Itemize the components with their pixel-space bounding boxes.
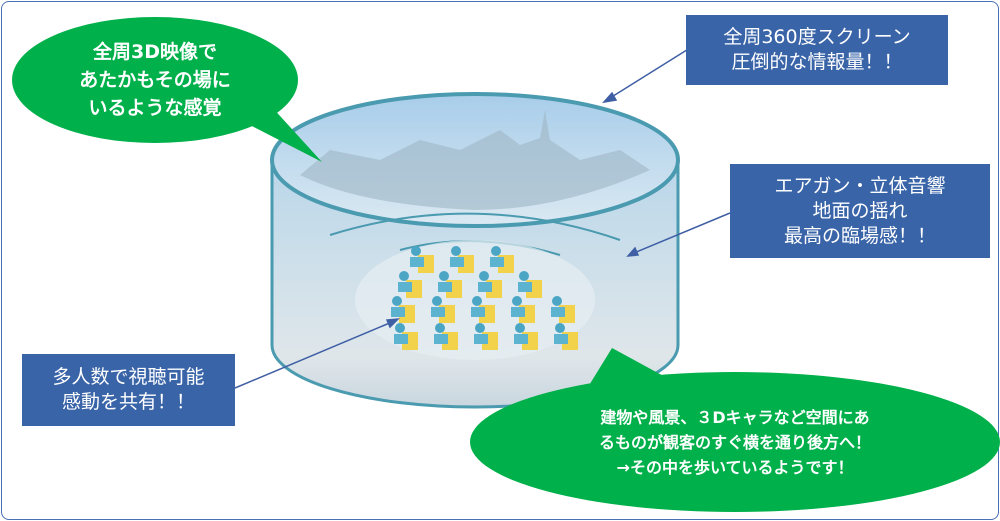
audience-seat (518, 271, 542, 298)
skyline (300, 110, 650, 210)
box-left: 多人数で視聴可能 感動を共有！！ (22, 354, 235, 426)
audience-seat (434, 323, 458, 350)
bubble-top-left-shape (12, 17, 322, 162)
bubble-line: 建物や風景、３Dキャラなど空間にあ (600, 408, 870, 427)
box-line: 圧倒的な情報量！！ (731, 51, 903, 73)
box-line: 感動を共有！！ (61, 391, 195, 413)
box-line: エアガン・立体音響 (774, 174, 946, 197)
audience-seat (391, 296, 415, 323)
audience-seat (551, 296, 575, 323)
bubble-top-left: 全周3D映像で あたかもその場に いるような感覚 (20, 25, 290, 135)
audience-seat (471, 296, 495, 323)
audience-seat (410, 246, 434, 273)
audience-seat (394, 323, 418, 350)
box-top-right: 全周360度スクリーン 圧倒的な情報量！！ (686, 15, 948, 85)
box-line: 全周360度スクリーン (723, 26, 911, 48)
box-line: 多人数で視聴可能 (52, 366, 205, 388)
audience-seat (490, 246, 514, 273)
audience-seat (450, 246, 474, 273)
box-line: 最高の臨場感！！ (783, 224, 936, 247)
bubble-line: あたかもその場に (79, 69, 231, 91)
audience-seat (431, 296, 455, 323)
audience-seat (438, 271, 462, 298)
audience-seat (511, 296, 535, 323)
bubble-line: るものが観客のすぐ横を通り後方へ！ (598, 433, 871, 452)
audience-seat (514, 323, 538, 350)
audience-seat (398, 271, 422, 298)
bubble-line: →その中を歩いているようです！ (616, 458, 854, 477)
box-line: 地面の揺れ (812, 199, 908, 222)
pointer-arrows (234, 47, 731, 389)
bubble-bottom: 建物や風景、３Dキャラなど空間にあ るものが観客のすぐ横を通り後方へ！ →その中… (520, 395, 950, 490)
audience-seat (554, 323, 578, 350)
bubble-line: いるような感覚 (88, 97, 222, 119)
audience-figures (391, 246, 578, 350)
bubble-bottom-shape (470, 348, 1000, 512)
audience-seat (474, 323, 498, 350)
bubble-line: 全周3D映像で (93, 41, 217, 63)
box-right: エアガン・立体音響 地面の揺れ 最高の臨場感！！ (730, 164, 990, 258)
audience-seat (478, 271, 502, 298)
